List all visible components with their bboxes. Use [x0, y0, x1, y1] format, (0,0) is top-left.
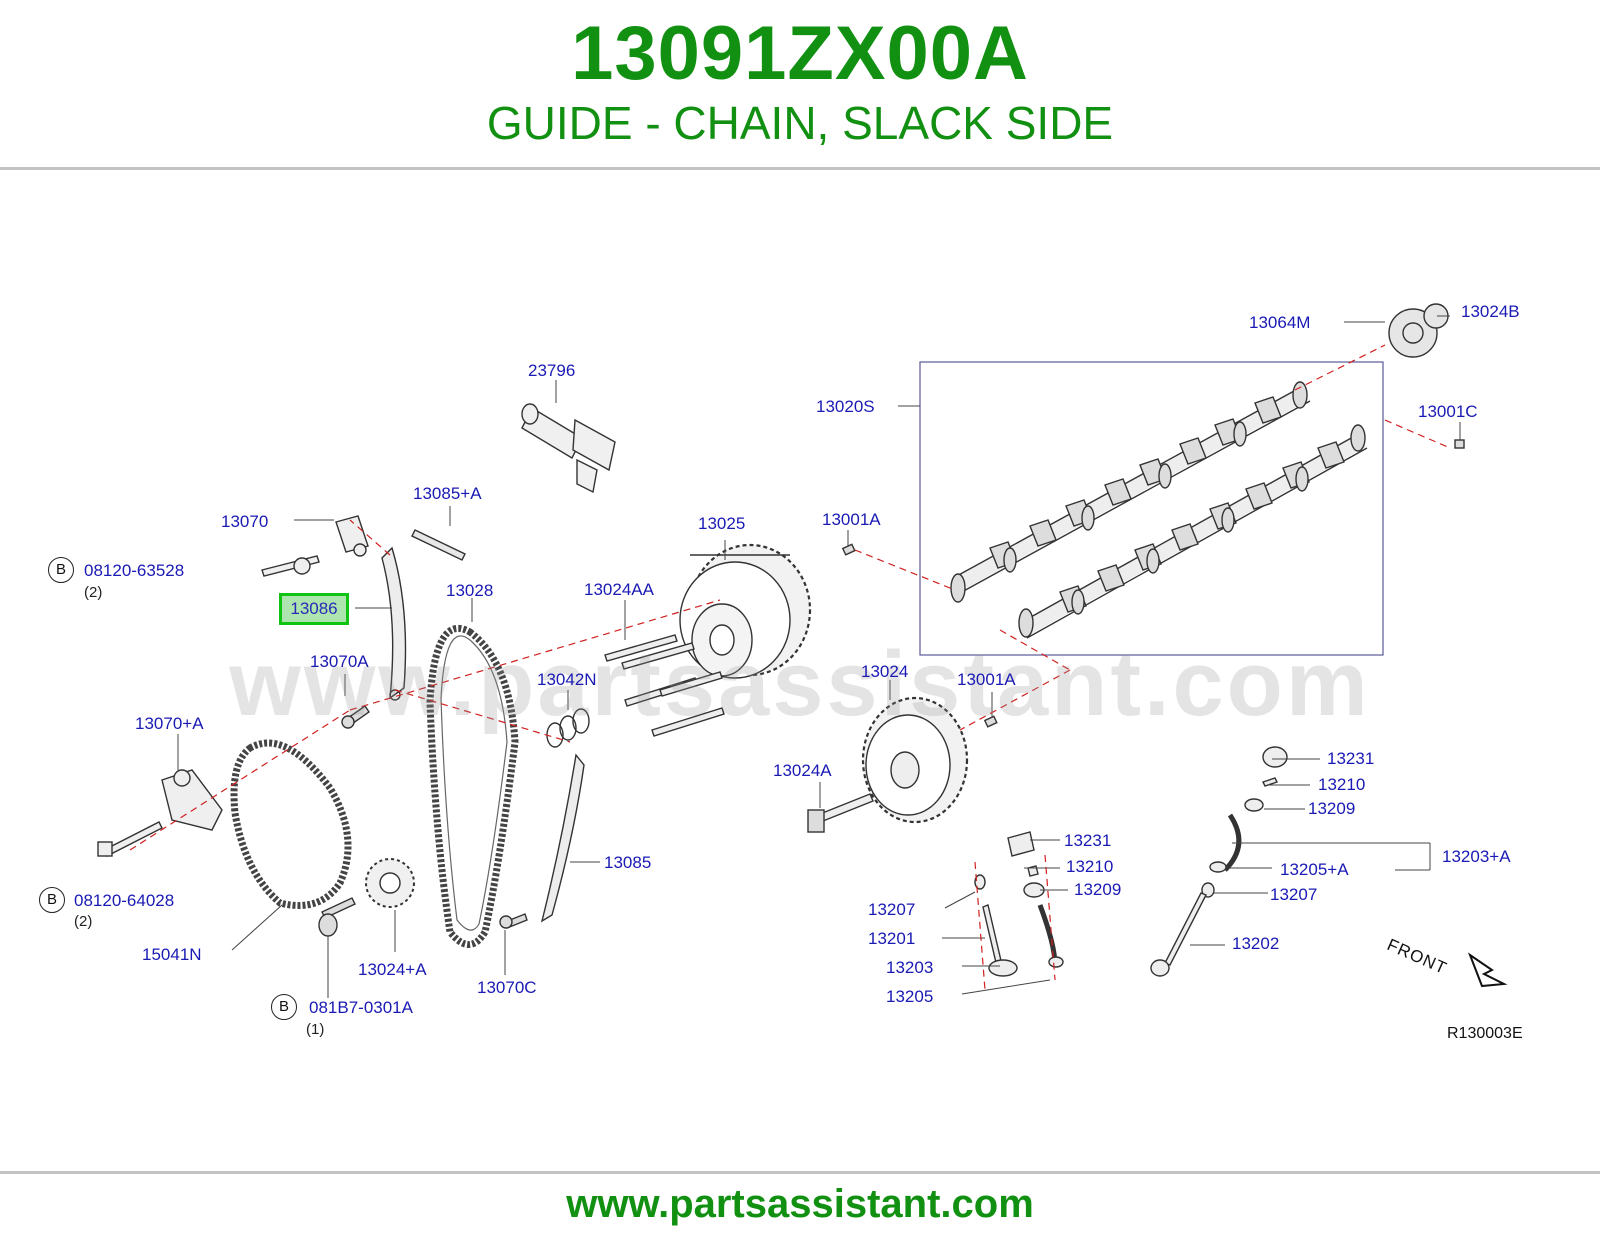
bolt-group-badge-1: B [48, 557, 74, 583]
callout-13202[interactable]: 13202 [1232, 934, 1280, 953]
sensor-sprocket [1388, 303, 1449, 358]
callout-13070a[interactable]: 13070A [310, 652, 369, 671]
bolt-group-badge-2: B [39, 887, 65, 913]
callout-13210-right[interactable]: 13210 [1318, 775, 1366, 794]
callout-13070[interactable]: 13070 [221, 512, 269, 531]
bolt-group-badge-3: B [271, 994, 297, 1020]
callout-08120-63528[interactable]: 08120-63528 [84, 561, 185, 580]
part-description: GUIDE - CHAIN, SLACK SIDE [486, 97, 1114, 149]
chain-guide-13085a [411, 529, 466, 561]
cam-sprocket-13024 [861, 696, 969, 824]
quantity-08120-63528: (2) [84, 584, 103, 601]
footer-divider [0, 1171, 1600, 1174]
bracket-13070 [261, 515, 369, 577]
highlighted-part-13086[interactable]: 13086 [279, 593, 349, 625]
footer-site-link[interactable]: www.partsassistant.com [566, 1182, 1034, 1226]
callout-13025[interactable]: 13025 [698, 514, 746, 533]
front-arrow-icon [1467, 952, 1508, 988]
callout-13231-right[interactable]: 13231 [1327, 749, 1375, 768]
valve-train-left [974, 831, 1064, 977]
tension-guide-13085 [540, 753, 585, 923]
crank-sprocket-13024a [365, 858, 415, 908]
callout-13203[interactable]: 13203 [886, 958, 934, 977]
secondary-chain-15041n [230, 739, 352, 909]
upper-camshaft [950, 381, 1311, 603]
callout-13020s[interactable]: 13020S [816, 397, 875, 416]
callout-13070c[interactable]: 13070C [477, 978, 537, 997]
callout-08120-64028[interactable]: 08120-64028 [74, 891, 175, 910]
callout-13024a[interactable]: 13024A [773, 761, 832, 780]
callout-23796[interactable]: 23796 [528, 361, 576, 380]
callout-081b7-0301a[interactable]: 081B7-0301A [309, 998, 413, 1017]
callout-13086[interactable]: 13086 [290, 599, 338, 618]
quantity-08120-64028: (2) [74, 913, 93, 930]
callout-13024[interactable]: 13024 [861, 662, 909, 681]
callout-13209-left[interactable]: 13209 [1074, 880, 1122, 899]
timing-chain-13028 [426, 624, 519, 948]
callout-13070plus-a[interactable]: 13070+A [135, 714, 204, 733]
callout-13024b[interactable]: 13024B [1461, 302, 1520, 321]
callout-13207-right[interactable]: 13207 [1270, 885, 1318, 904]
callout-13064m[interactable]: 13064M [1249, 313, 1311, 332]
dowel-13001c [1454, 439, 1465, 449]
valve-train-right [1150, 746, 1288, 977]
callout-13028[interactable]: 13028 [446, 581, 494, 600]
tensioner-13070a [97, 769, 223, 857]
callout-13203a[interactable]: 13203+A [1442, 847, 1511, 866]
callout-13001a-lower[interactable]: 13001A [957, 670, 1016, 689]
lower-camshaft [1018, 424, 1368, 639]
callout-13207-left[interactable]: 13207 [868, 900, 916, 919]
callout-15041n[interactable]: 15041N [142, 945, 202, 964]
callout-13001c[interactable]: 13001C [1418, 402, 1478, 421]
vtc-sprocket [679, 543, 812, 679]
callout-13231-left[interactable]: 13231 [1064, 831, 1112, 850]
callout-13209-right[interactable]: 13209 [1308, 799, 1356, 818]
watermark: www.partsassistant.com [229, 633, 1371, 735]
callout-13024plus-a[interactable]: 13024+A [358, 960, 427, 979]
header: 13091ZX00A GUIDE - CHAIN, SLACK SIDE [0, 0, 1600, 170]
callout-13205[interactable]: 13205 [886, 987, 934, 1006]
callout-13085[interactable]: 13085 [604, 853, 652, 872]
part-number-title: 13091ZX00A [571, 11, 1029, 96]
camshaft-set-box [919, 361, 1384, 656]
callout-13085a-upper[interactable]: 13085+A [413, 484, 482, 503]
callout-13205a[interactable]: 13205+A [1280, 860, 1349, 879]
header-divider [0, 167, 1600, 170]
quantity-081b7-0301a: (1) [306, 1021, 325, 1038]
callout-13210-left[interactable]: 13210 [1066, 857, 1114, 876]
bolts-13024aa [604, 634, 725, 737]
callout-13042n[interactable]: 13042N [537, 670, 597, 689]
callout-13201[interactable]: 13201 [868, 929, 916, 948]
callout-13024aa[interactable]: 13024AA [584, 580, 654, 599]
actuator-23796 [521, 403, 616, 494]
diagram-reference-code: R130003E [1447, 1025, 1523, 1042]
callout-13001a-upper[interactable]: 13001A [822, 510, 881, 529]
